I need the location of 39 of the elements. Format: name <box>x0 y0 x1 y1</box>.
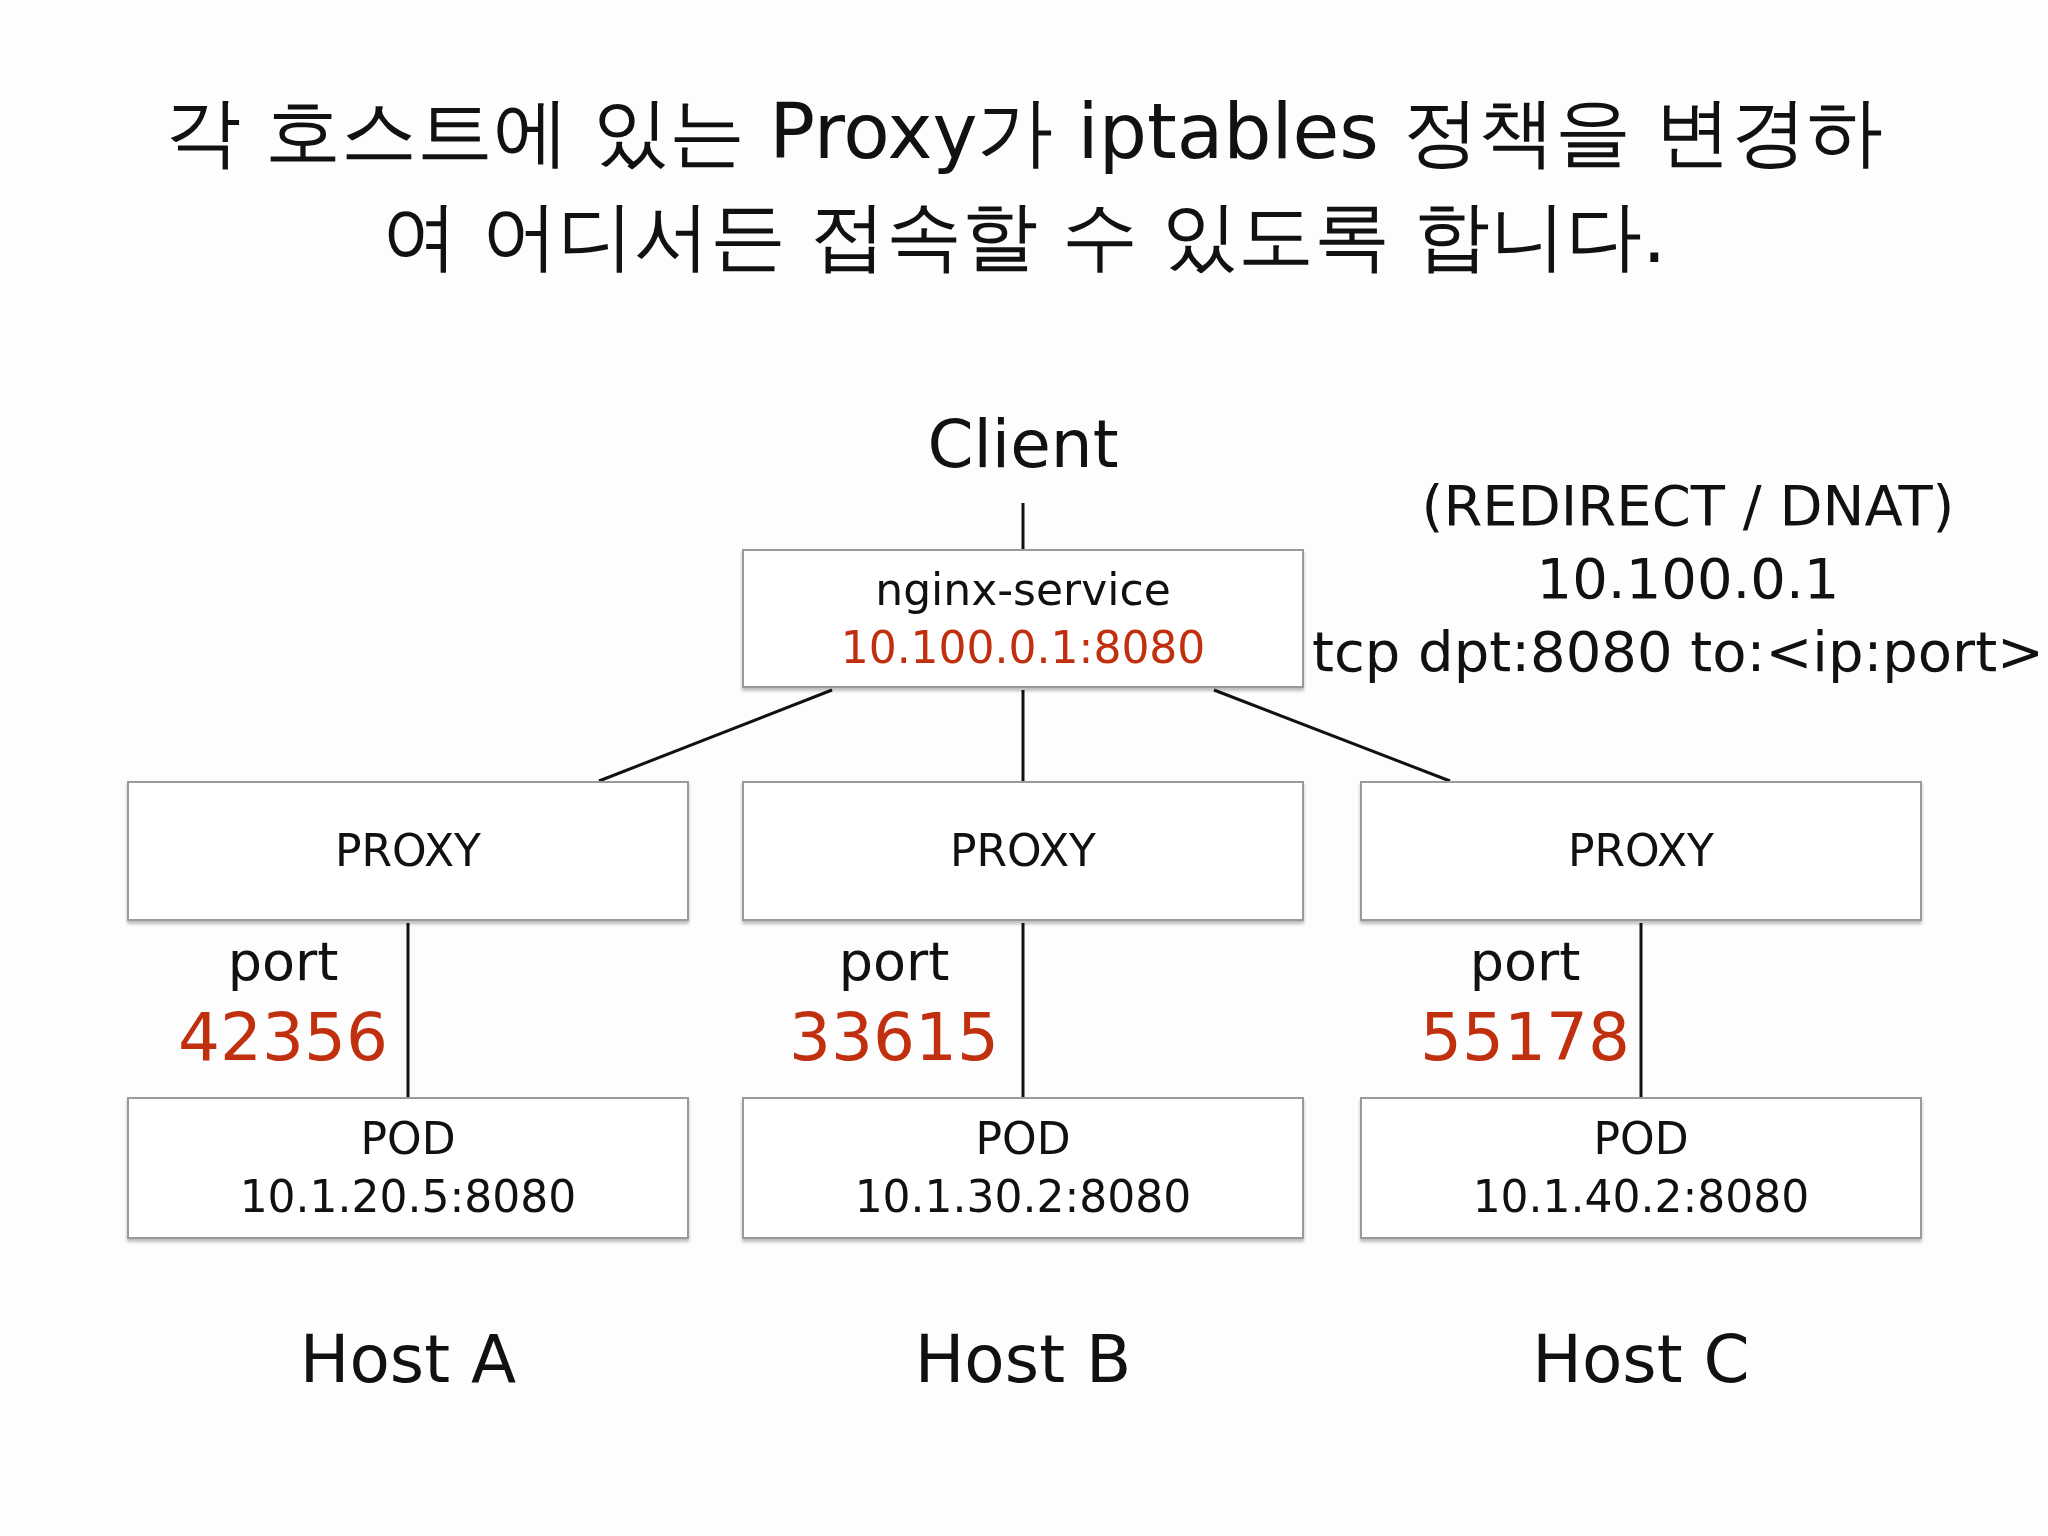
proxy-box <box>742 781 1304 921</box>
connector-line <box>1213 688 1451 783</box>
proxy-box <box>127 781 689 921</box>
port-number: 33615 <box>788 998 1000 1078</box>
pod-box <box>127 1097 689 1239</box>
port-number: 55178 <box>1419 998 1631 1078</box>
port-number: 42356 <box>177 998 389 1078</box>
pod-box <box>1360 1097 1922 1239</box>
pod-box <box>742 1097 1304 1239</box>
connector-line <box>1021 923 1025 1097</box>
connector-line <box>1021 690 1025 781</box>
address-text: 10.100.0.1:8080 <box>840 620 1206 675</box>
box-heading: PROXY <box>335 824 481 878</box>
proxy-box <box>1360 781 1922 921</box>
box-heading: nginx-service <box>875 562 1171 617</box>
connector-line <box>1021 503 1025 549</box>
connector-line <box>1639 923 1643 1097</box>
box-heading: PROXY <box>1568 824 1714 878</box>
port-label: port <box>1468 930 1582 995</box>
host-label: Host A <box>298 1320 518 1400</box>
connector-line <box>598 688 833 783</box>
title: 각 호스트에 있는 Proxy가 iptables 정책을 변경하여 어디서든 접속할 수 있도록 합니다. <box>163 86 1885 282</box>
box-heading: POD <box>975 1112 1071 1166</box>
client-label: Client <box>900 405 1146 485</box>
address-text: 10.1.40.2:8080 <box>1472 1170 1810 1224</box>
port-label: port <box>837 930 951 995</box>
host-label: Host B <box>913 1320 1133 1400</box>
host-label: Host C <box>1531 1320 1751 1400</box>
connector-line <box>406 923 410 1097</box>
rule-text: 10.100.0.1 <box>1535 545 1841 613</box>
port-label: port <box>226 930 340 995</box>
address-text: 10.1.30.2:8080 <box>854 1170 1192 1224</box>
box-heading: PROXY <box>950 824 1096 878</box>
rule-text: (REDIRECT / DNAT) <box>1420 472 1956 540</box>
box-heading: POD <box>360 1112 456 1166</box>
rule-text: tcp dpt:8080 to:<ip:port> <box>1311 618 2045 686</box>
service-box <box>742 549 1304 688</box>
box-heading: POD <box>1593 1112 1689 1166</box>
address-text: 10.1.20.5:8080 <box>239 1170 577 1224</box>
